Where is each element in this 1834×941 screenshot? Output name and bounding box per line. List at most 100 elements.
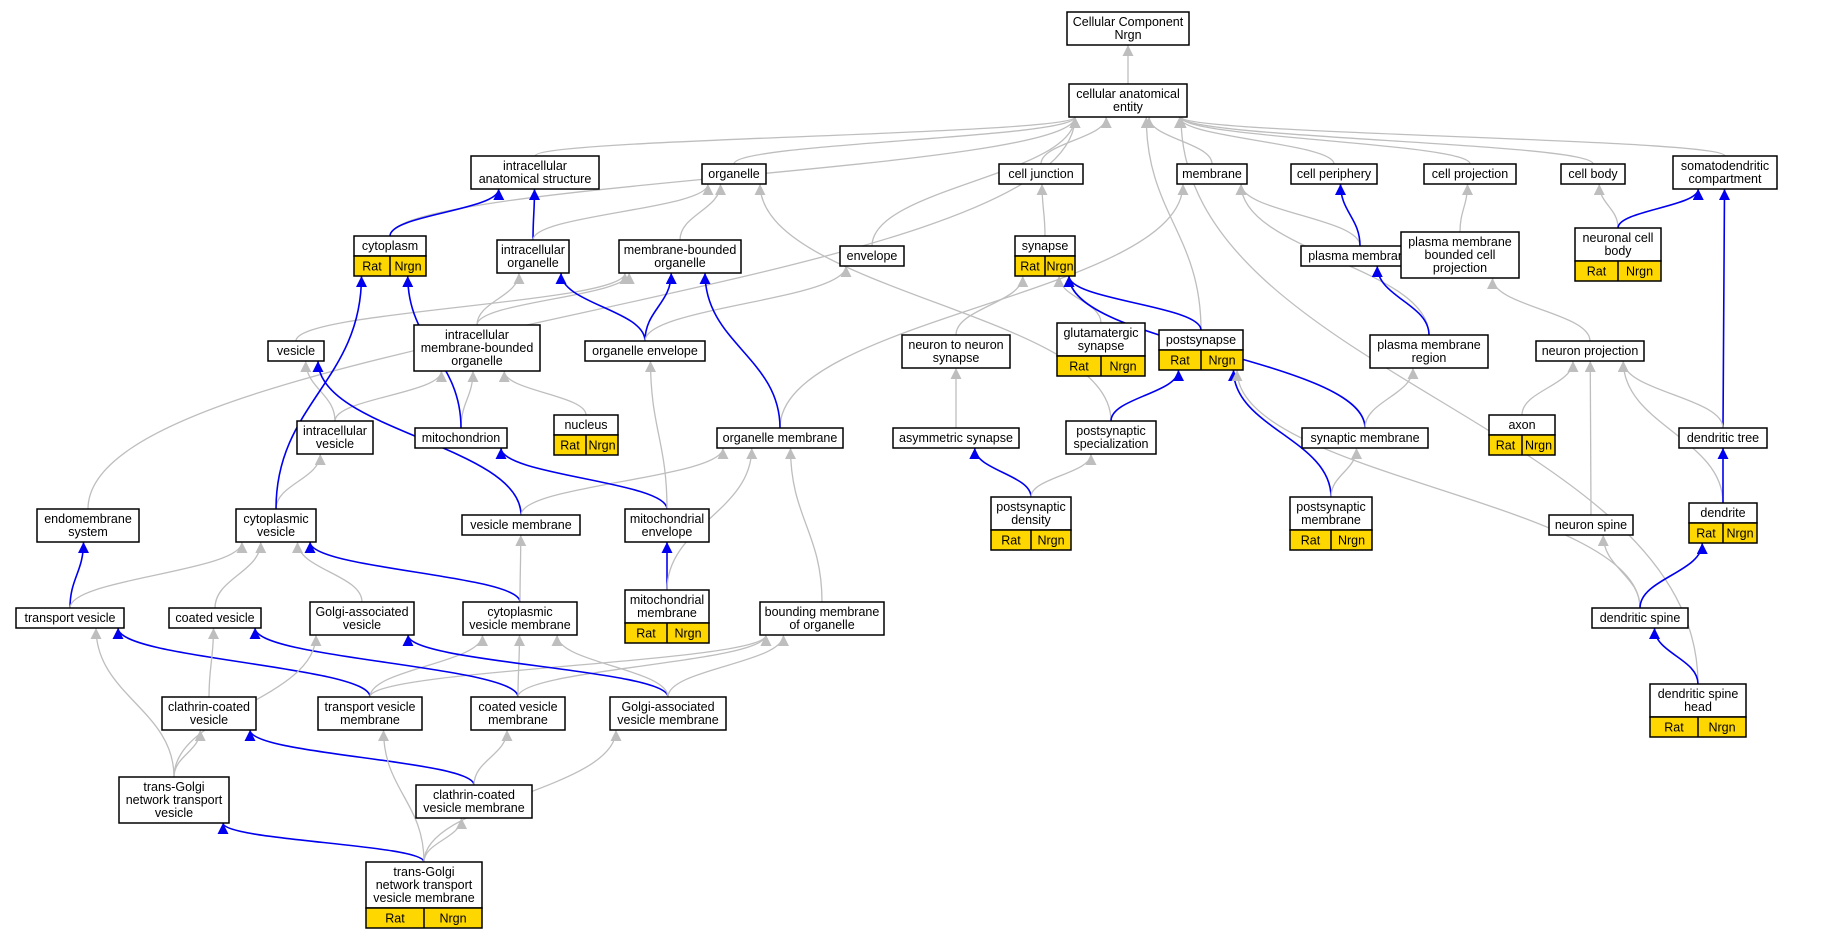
term-node-celljunction[interactable]: cell junction (998, 163, 1084, 185)
term-node-dspine[interactable]: dendritic spine (1591, 607, 1689, 629)
term-box (365, 861, 483, 909)
term-box (161, 696, 257, 731)
term-box (1649, 683, 1747, 718)
term-node-vesmem[interactable]: vesicle membrane (461, 514, 581, 536)
term-node-orgenv[interactable]: organelle envelope (584, 340, 706, 362)
annotation-nrgn: Nrgn (1708, 721, 1735, 735)
edge-bmo-to-orgmem (785, 447, 823, 603)
term-label-line: cellular anatomical (1076, 87, 1180, 101)
term-label-line: intracellular (501, 243, 565, 257)
annotation-nrgn: Nrgn (439, 912, 466, 926)
term-label-line: intracellular (303, 424, 367, 438)
term-label-line: postsynapse (1166, 333, 1236, 347)
edge-vesmem-to-orgmem (520, 447, 729, 516)
term-node-tv[interactable]: transport vesicle (15, 607, 125, 629)
edge-celljunction-to-cae (1040, 116, 1112, 165)
edge-cytoplasm-to-ias (389, 188, 505, 237)
annotation-rat: Rat (1001, 534, 1021, 548)
term-node-orgmem[interactable]: organelle membrane (716, 427, 844, 449)
term-node-organelle[interactable]: organelle (701, 163, 767, 185)
term-label-line: vesicle membrane (617, 713, 718, 727)
term-label-line: vesicle (257, 525, 295, 539)
annotation-rat: Rat (636, 627, 656, 641)
term-label-line: membrane (340, 713, 400, 727)
edge-mito-to-imbo (460, 370, 479, 429)
term-label-line: system (68, 525, 108, 539)
term-node-asym[interactable]: asymmetric synapse (892, 427, 1020, 449)
term-node-mito[interactable]: mitochondrion (414, 427, 508, 449)
edge-postsyn-to-synapse (1063, 275, 1202, 331)
edge-ems-to-cae (87, 116, 1081, 510)
term-label-line: head (1684, 700, 1712, 714)
edge-dendrite-to-neuproj (1617, 360, 1724, 504)
annotation-rat: Rat (1020, 260, 1040, 274)
edge-psd-to-pss (1030, 453, 1097, 498)
term-node-membrane[interactable]: membrane (1176, 163, 1248, 185)
term-node-cv[interactable]: coated vesicle (168, 607, 262, 629)
term-label-line: anatomical structure (479, 172, 592, 186)
edge-gav-to-cytves (292, 541, 363, 603)
term-node-pm[interactable]: plasma membrane (1300, 245, 1420, 267)
term-node-dtree[interactable]: dendritic tree (1678, 427, 1768, 449)
term-node-nspine[interactable]: neuron spine (1548, 514, 1634, 536)
term-node-cellproj[interactable]: cell projection (1423, 163, 1517, 185)
term-label-line: neuron projection (1542, 344, 1639, 358)
term-label-line: vesicle membrane (423, 801, 524, 815)
term-node-envelope[interactable]: envelope (839, 245, 905, 267)
term-label-line: synaptic membrane (1310, 431, 1419, 445)
term-node-periphery[interactable]: cell periphery (1290, 163, 1378, 185)
annotation-rat: Rat (1587, 265, 1607, 279)
term-node-vesicle[interactable]: vesicle (267, 340, 325, 362)
annotation-rat: Rat (1069, 360, 1089, 374)
term-label-line: cell junction (1008, 167, 1073, 181)
term-box (36, 508, 140, 543)
term-label-line: projection (1433, 261, 1487, 275)
edge-tvm-to-cvm (369, 634, 488, 698)
edge-orgenv-to-envelope (644, 265, 852, 342)
term-label-line: Golgi-associated (621, 700, 714, 714)
term-node-cellbody[interactable]: cell body (1560, 163, 1626, 185)
term-label-line: dendritic spine (1658, 687, 1739, 701)
edge-imbo-to-io (476, 272, 525, 326)
term-node-synmem[interactable]: synaptic membrane (1301, 427, 1429, 449)
term-box (1066, 11, 1190, 46)
term-node-neuproj[interactable]: neuron projection (1535, 340, 1645, 362)
